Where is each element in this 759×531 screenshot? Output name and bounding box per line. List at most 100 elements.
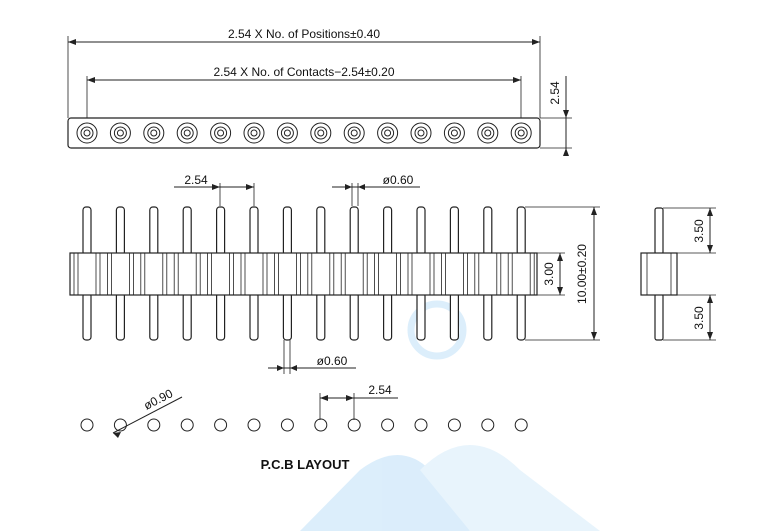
pcb-hole [481, 418, 495, 432]
top-hole-core [83, 129, 91, 137]
upper-pin [149, 206, 159, 256]
top-hole-outer [276, 122, 298, 144]
upper-pin [282, 206, 292, 256]
upper-pin [115, 206, 126, 256]
lower-pin [316, 292, 326, 341]
top-hole-core [517, 129, 525, 137]
top-hole-inner [347, 126, 361, 140]
upper-pin [316, 206, 326, 256]
pcb-hole [347, 418, 361, 432]
lower-pin [216, 292, 226, 341]
lower-pin [383, 292, 393, 341]
strip-height-label: 2.54 [548, 81, 562, 105]
upper-pin [82, 206, 92, 256]
top-hole-inner [481, 126, 495, 140]
top-hole-outer [510, 122, 532, 144]
upper-pin [449, 206, 459, 256]
overall-length-label: 2.54 X No. of Positions±0.40 [228, 27, 380, 41]
top-hole-core [350, 129, 358, 137]
pin-dia-bottom-label: ø0.60 [317, 354, 348, 368]
overall-height-label: 10.00±0.20 [575, 244, 589, 304]
pcb-hole [147, 418, 161, 432]
top-hole-inner [414, 126, 428, 140]
upper-pin [416, 206, 426, 256]
top-hole-inner [147, 126, 161, 140]
lower-pin [149, 292, 159, 341]
top-hole-outer [109, 122, 131, 144]
lower-pin-length-label: 3.50 [692, 306, 706, 330]
top-hole-outer [477, 122, 499, 144]
lower-pin [516, 292, 526, 341]
upper-pin [182, 206, 192, 256]
pcb-holes [80, 418, 528, 432]
top-hole-outer [243, 122, 265, 144]
insulator-cells [73, 253, 535, 295]
front-view: 2.54 ø0.60 3.00 10.00±0.20 ø0.60 [69, 173, 600, 374]
top-hole-outer [310, 122, 332, 144]
pcb-hole-dia-label: ø0.90 [141, 386, 175, 413]
pcb-hole [381, 418, 395, 432]
top-hole-core [317, 129, 325, 137]
strip-body [67, 117, 541, 149]
pcb-hole [214, 418, 228, 432]
pcb-layout: ø0.90 2.54 P.C.B LAYOUT [80, 383, 528, 472]
lower-pin [282, 292, 292, 341]
pcb-pitch-label: 2.54 [368, 383, 392, 397]
upper-pin-length-label: 3.50 [692, 219, 706, 243]
top-hole-core [150, 129, 158, 137]
top-hole-inner [314, 126, 328, 140]
insulator-height-label: 3.00 [542, 262, 556, 286]
top-hole-inner [214, 126, 228, 140]
contact-span-label: 2.54 X No. of Contacts−2.54±0.20 [213, 65, 394, 79]
top-hole-core [384, 129, 392, 137]
upper-pin [216, 206, 226, 256]
top-hole-outer [76, 122, 98, 144]
pcb-hole [113, 418, 127, 432]
top-hole-inner [514, 126, 528, 140]
top-hole-outer [210, 122, 232, 144]
pcb-hole [514, 418, 528, 432]
lower-pin [82, 292, 92, 341]
top-hole-inner [113, 126, 127, 140]
lower-pin [349, 292, 359, 341]
upper-pin [483, 206, 493, 256]
top-hole-inner [447, 126, 461, 140]
top-hole-inner [180, 126, 194, 140]
upper-pin [249, 206, 259, 256]
top-hole-core [484, 129, 492, 137]
top-hole-core [116, 129, 124, 137]
watermark [300, 300, 600, 531]
pcb-hole [180, 418, 194, 432]
pcb-hole [414, 418, 428, 432]
pcb-hole [280, 418, 294, 432]
pitch-top-label: 2.54 [184, 173, 208, 187]
lower-pin [483, 292, 493, 341]
pcb-hole [314, 418, 328, 432]
top-hole-core [417, 129, 425, 137]
top-hole-inner [80, 126, 94, 140]
pcb-hole [247, 418, 261, 432]
upper-pin [383, 206, 393, 256]
lower-pin [182, 292, 192, 341]
top-hole-outer [143, 122, 165, 144]
top-hole-inner [247, 126, 261, 140]
side-view: 3.50 3.50 [640, 207, 716, 341]
top-hole-outer [377, 122, 399, 144]
upper-pin [516, 206, 526, 256]
top-hole-outer [176, 122, 198, 144]
top-hole-core [217, 129, 225, 137]
insulator-body [69, 252, 538, 296]
lower-pin [115, 292, 126, 341]
upper-pin [349, 206, 359, 256]
top-view: 2.54 X No. of Positions±0.40 2.54 X No. … [67, 27, 572, 156]
top-hole-core [183, 129, 191, 137]
top-hole-core [283, 129, 291, 137]
top-hole-core [450, 129, 458, 137]
top-hole-outer [410, 122, 432, 144]
lower-pin [449, 292, 459, 341]
pin-dia-top-label: ø0.60 [383, 173, 414, 187]
pcb-hole [447, 418, 461, 432]
lower-pin [416, 292, 426, 341]
lower-pin [249, 292, 259, 341]
top-hole-inner [280, 126, 294, 140]
